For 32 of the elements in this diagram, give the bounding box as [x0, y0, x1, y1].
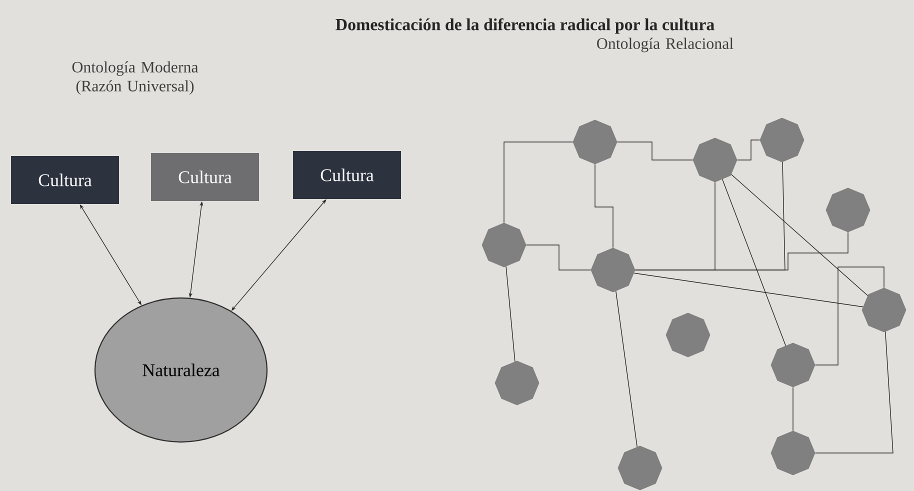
- connector-line: [526, 244, 592, 270]
- connector-line: [730, 174, 868, 296]
- octagon-node: [618, 446, 662, 490]
- culture-box: Cultura: [151, 153, 259, 201]
- octagon-node: [590, 248, 636, 292]
- octagon-node: [482, 222, 526, 268]
- title: Domesticación de la diferencia radical por la cultura: [336, 18, 714, 34]
- connector-line: [616, 142, 694, 160]
- octagon-node: [770, 430, 816, 476]
- octagon-node: [826, 188, 870, 232]
- heading: Ontología Moderna (Razón Universal): [72, 61, 198, 95]
- culture-box: Cultura: [11, 156, 119, 204]
- culture-box: Cultura: [293, 151, 401, 199]
- connector-line: [814, 331, 894, 454]
- octagon-node: [862, 288, 906, 332]
- connector-line: [504, 142, 574, 224]
- octagon-node: [494, 360, 540, 406]
- connector-line: [594, 164, 614, 248]
- connector-line: [506, 266, 516, 362]
- connector-line: [792, 386, 794, 432]
- octagon-node: [692, 138, 738, 182]
- connector-line: [814, 266, 884, 366]
- connector-line: [634, 232, 848, 270]
- connector-line: [616, 290, 638, 448]
- connector-line: [722, 178, 786, 346]
- heading: Ontología Relacional: [597, 38, 734, 52]
- octagon-node: [760, 118, 804, 162]
- octagon-node: [770, 342, 816, 388]
- octagon-node: [572, 120, 618, 164]
- connector-line: [736, 140, 760, 160]
- octagon-node: [666, 312, 710, 358]
- connector-line: [634, 272, 864, 308]
